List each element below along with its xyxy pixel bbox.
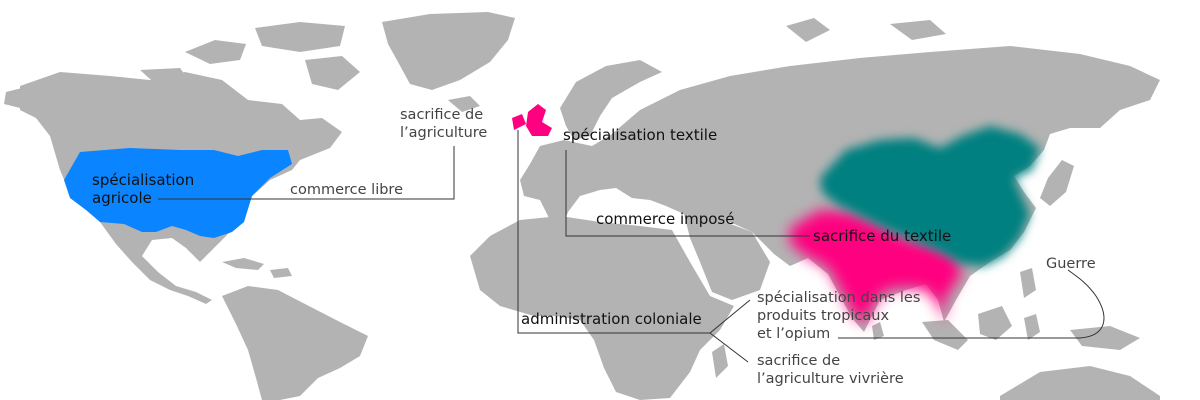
label-line: l’agriculture vivrière xyxy=(757,371,904,387)
connector-war xyxy=(838,269,1105,339)
label-colonial-administration: administration coloniale xyxy=(521,310,702,328)
label-line: produits tropicaux xyxy=(757,308,890,324)
iceland-shape xyxy=(448,96,480,112)
label-line: l’agriculture xyxy=(400,125,488,141)
label-line: spécialisation dans les xyxy=(757,290,921,306)
label-free-trade: commerce libre xyxy=(290,182,403,198)
label-line: spécialisation xyxy=(92,171,195,189)
britain-region xyxy=(526,104,552,136)
label-line: agricole xyxy=(92,189,152,207)
label-line: sacrifice de xyxy=(757,353,841,369)
label-war: Guerre xyxy=(1046,256,1096,272)
label-line: et l’opium xyxy=(757,326,831,342)
alaska-tip-shape xyxy=(4,86,40,108)
madagascar-shape xyxy=(712,344,728,378)
china-region xyxy=(820,126,1040,266)
borneo-shape xyxy=(978,306,1012,340)
label-textile-specialisation: spécialisation textile xyxy=(563,126,718,144)
connector-colonial xyxy=(517,130,710,334)
usa-region xyxy=(64,148,292,238)
severnaya-shape xyxy=(890,20,946,40)
label-agricultural-specialisation: spécialisation agricole xyxy=(92,171,194,207)
south-america-shape xyxy=(222,286,368,400)
sumatra-shape xyxy=(922,320,968,350)
label-textile-sacrifice: sacrifice du textile xyxy=(813,227,952,245)
arctic-islands-shape xyxy=(185,40,246,64)
australia-shape xyxy=(1000,366,1160,400)
japan-shape xyxy=(1040,160,1074,206)
connector-textile-trade xyxy=(565,150,810,237)
greenland-shape xyxy=(382,12,515,90)
sulawesi-shape xyxy=(1024,314,1040,340)
africa-shape xyxy=(470,216,734,400)
hispaniola-shape xyxy=(270,268,292,278)
label-tropical-specialisation: spécialisation dans les produits tropica… xyxy=(757,289,920,343)
cuba-shape xyxy=(222,258,264,270)
ireland-region xyxy=(512,114,526,130)
india-region xyxy=(790,210,962,324)
label-line: sacrifice de xyxy=(400,107,484,123)
connector-lines xyxy=(158,130,1105,363)
connector-free-trade xyxy=(158,146,455,200)
label-food-agriculture-sacrifice: sacrifice de l’agriculture vivrière xyxy=(757,352,904,388)
label-agriculture-sacrifice: sacrifice de l’agriculture xyxy=(400,106,487,142)
connector-food xyxy=(709,332,749,363)
new-guinea-shape xyxy=(1070,326,1140,350)
sri-lanka-shape xyxy=(872,322,884,340)
novaya-zemlya-shape xyxy=(786,18,830,42)
connector-tropical xyxy=(709,299,751,334)
scandinavia-shape xyxy=(560,60,662,140)
label-imposed-trade: commerce imposé xyxy=(596,210,735,228)
arctic-islands-shape-3 xyxy=(305,56,360,90)
philippines-shape xyxy=(1020,268,1036,298)
arctic-islands-shape-2 xyxy=(255,22,345,52)
